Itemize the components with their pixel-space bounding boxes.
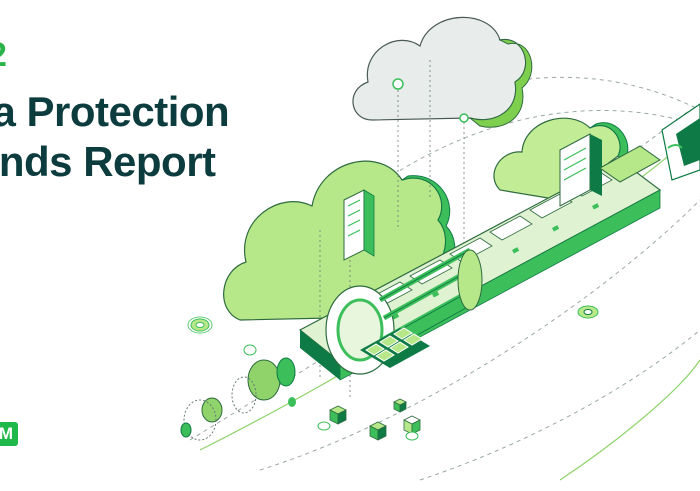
left-cloud-icon [223, 160, 456, 321]
shield-icon [661, 103, 700, 181]
report-title-line-2: ends Report [0, 138, 216, 185]
floating-cubes-icon [317, 398, 421, 441]
top-cloud-icon [352, 16, 533, 128]
data-center-cloud-illustration-icon [180, 16, 700, 481]
orbit-line-green-lower [559, 359, 700, 481]
data-rings-icon [180, 318, 296, 441]
target-disc-icons [187, 305, 599, 334]
data-grid-icon [360, 327, 430, 368]
brand-logo: M [0, 422, 18, 446]
server-towers-icon [343, 133, 661, 261]
report-title-line-1: ta Protection [0, 88, 230, 135]
report-year: 2 [0, 36, 8, 75]
